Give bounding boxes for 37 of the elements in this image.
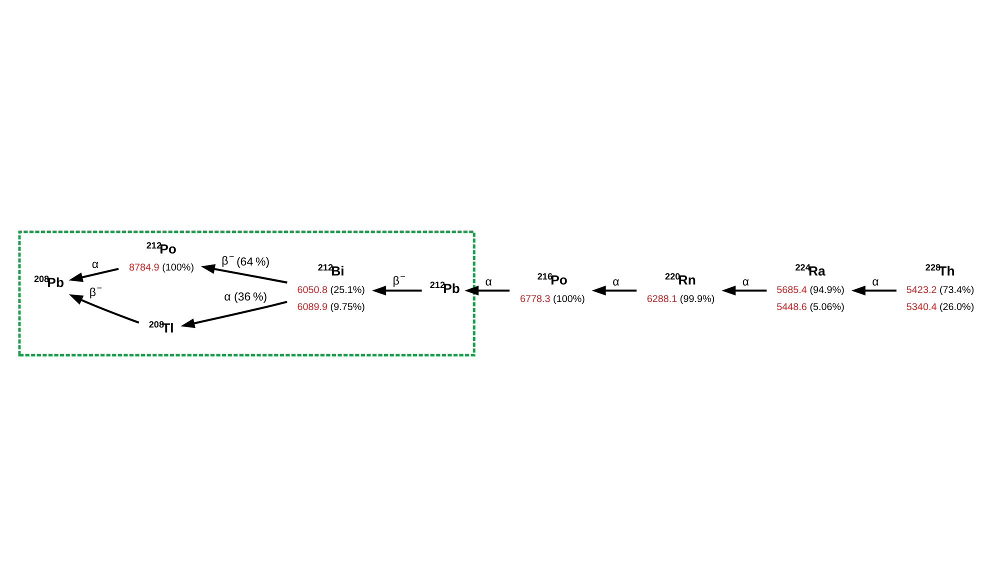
arrow [592, 285, 637, 296]
node-label: 5685.4 (94.9%) [776, 284, 844, 296]
edge-label: α (36 %) [224, 290, 268, 303]
node-label: 5448.6 (5.06%) [776, 302, 844, 313]
node-text: $^{224}$Ra [795, 262, 826, 278]
edge-label: α [612, 276, 620, 288]
node-label: 6288.1 (99.9%) [646, 293, 715, 304]
node-text: $^{228}$Th [925, 262, 955, 278]
node-label: 6050.8 (25.1%) [297, 284, 365, 296]
arrow [464, 285, 510, 296]
arrow [180, 300, 288, 328]
node-text: $^{212}$Po [146, 240, 177, 256]
node-text: $^{208}$Tl [148, 319, 174, 336]
cluster [18, 230, 476, 356]
node-text: $^{220}$Rn [665, 271, 696, 288]
edge-label: α [742, 276, 750, 288]
node-label: 6089.9 (9.75%) [297, 302, 365, 313]
arrow [200, 264, 288, 284]
node-text: $^{212}$Pb [430, 279, 460, 296]
node-text: $^{208}$Pb [34, 274, 64, 290]
edge-label: β$^{−}$ [392, 271, 406, 288]
node-label: 8784.9 (100%) [129, 262, 194, 273]
node-label: 5423.2 (73.4%) [906, 284, 974, 296]
node-text: $^{216}$Po [537, 271, 568, 288]
edge-label: β$^{−}$ (64 %) [222, 251, 270, 268]
arrow [68, 267, 119, 282]
arrow [68, 294, 140, 324]
node-label: 5340.4 (26.0%) [906, 302, 974, 313]
edge-label: α [92, 258, 99, 271]
arrow [851, 285, 896, 296]
arrow [372, 285, 422, 296]
node-text: $^{212}$Bi [318, 262, 344, 278]
edge-label: β$^{−}$ [89, 282, 102, 299]
edge-label: α [872, 276, 879, 288]
edge-label: α [485, 276, 492, 288]
node-label: 6778.3 (100%) [520, 293, 585, 304]
arrow [722, 285, 767, 296]
